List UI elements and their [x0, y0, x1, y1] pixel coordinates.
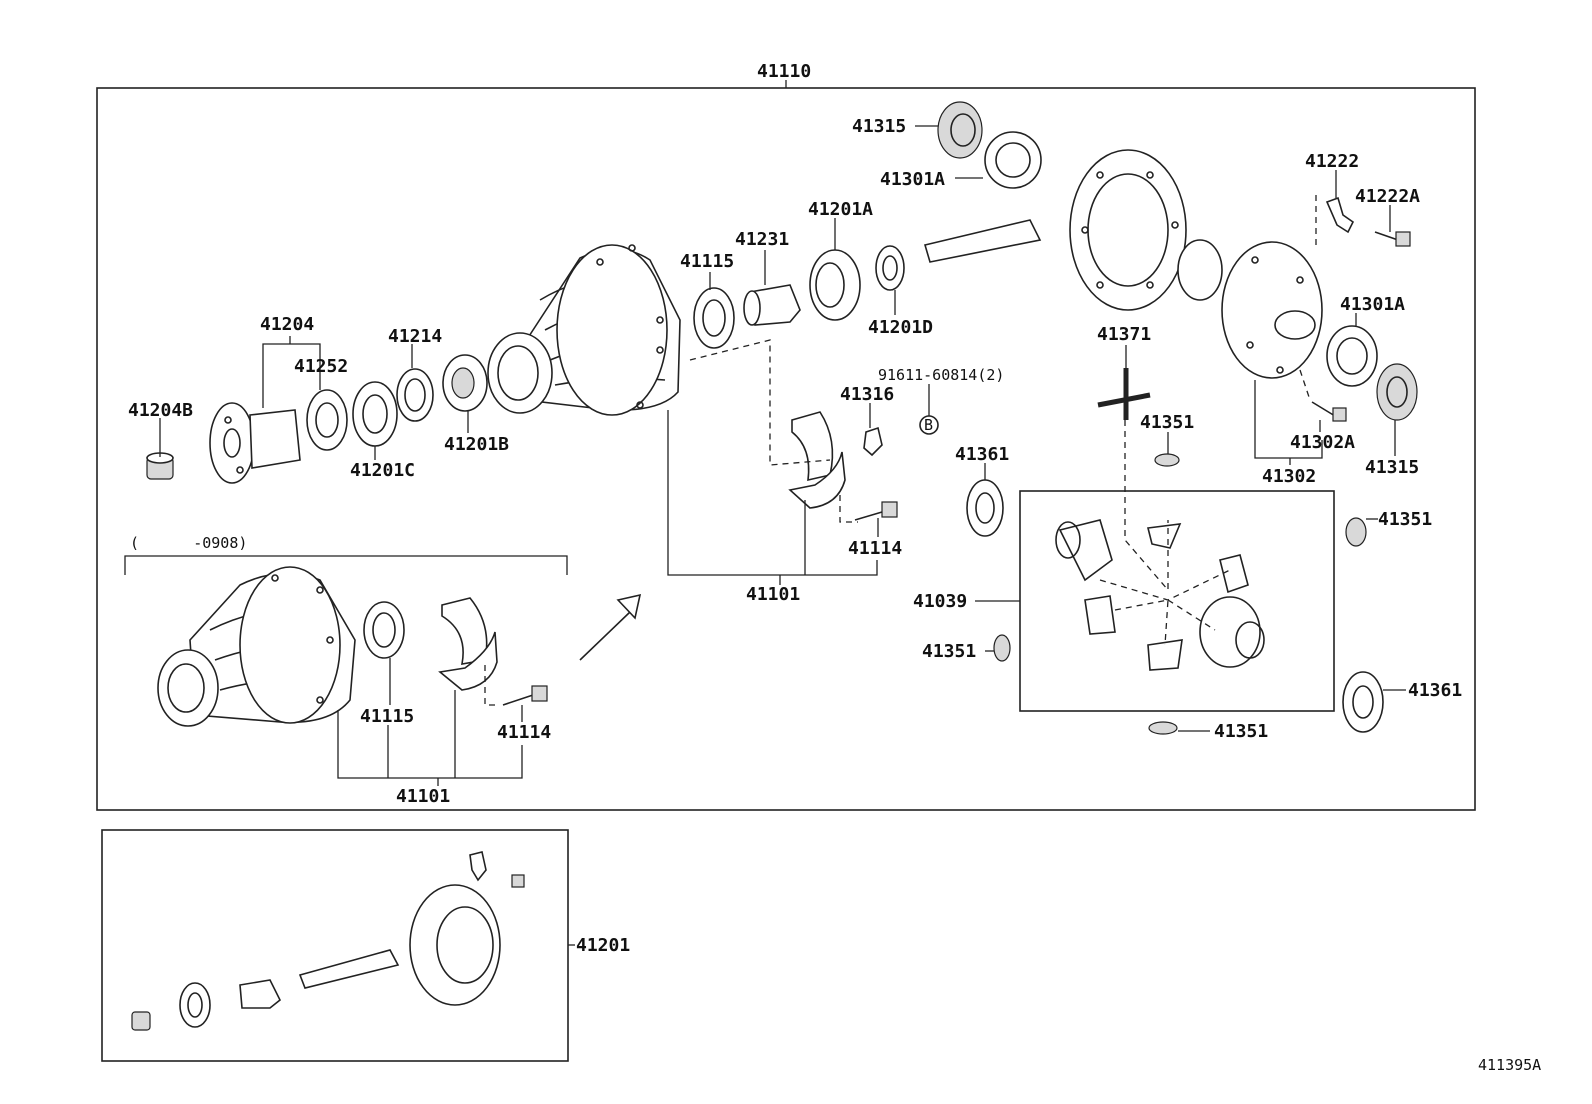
pinion-gear-bottom: [1147, 639, 1183, 671]
label-41110: 41110: [757, 61, 811, 82]
differential-case: [1177, 239, 1323, 379]
label-41351-left: 41351: [922, 641, 976, 662]
label-41316: 41316: [840, 384, 894, 405]
arrow-icon: [579, 593, 642, 661]
label-41204B: 41204B: [128, 400, 193, 421]
pinion-washer: [875, 245, 905, 291]
adjusting-lock: [1325, 196, 1355, 234]
leader-lines: [159, 125, 1406, 946]
label-41115-inset: 41115: [360, 706, 414, 727]
ring-pinion-kit: [131, 851, 525, 1031]
diagram-id: 411395A: [1478, 1056, 1541, 1074]
label-41231: 41231: [735, 229, 789, 250]
label-41101-inset: 41101: [396, 786, 450, 807]
bearing-cap-top: [788, 411, 846, 509]
side-gear-right: [1199, 596, 1265, 668]
label-41301A-top: 41301A: [880, 169, 945, 190]
lock-41316: [863, 426, 883, 457]
date-range-bracket: [124, 555, 568, 575]
thrust-washer-41361-left: [966, 479, 1004, 537]
companion-flange: [209, 402, 301, 484]
label-41201B: 41201B: [444, 434, 509, 455]
label-41214: 41214: [388, 326, 442, 347]
rear-pinion-bearing: [442, 354, 488, 412]
label-41101-top: 41101: [746, 584, 800, 605]
inset-bearing-caps: [438, 597, 498, 691]
inset-carrier-housing: [157, 566, 356, 727]
label-41315-top: 41315: [852, 116, 906, 137]
label-41201: 41201: [576, 935, 630, 956]
label-41301A-right: 41301A: [1340, 294, 1405, 315]
ring-gear-pinion: [923, 149, 1187, 311]
label-41361-right: 41361: [1408, 680, 1462, 701]
dashed-guides: [484, 195, 1317, 706]
label-41361-left: 41361: [955, 444, 1009, 465]
thrust-washer-41361-right: [1342, 671, 1384, 733]
label-41222A: 41222A: [1355, 186, 1420, 207]
spider-shaft: [1097, 368, 1151, 420]
pinion-gear-left: [1084, 595, 1116, 635]
flange-nut: [146, 452, 174, 480]
label-41252: 41252: [294, 356, 348, 377]
washer-41351-mid: [1154, 453, 1180, 467]
label-41351-right: 41351: [1378, 509, 1432, 530]
washer-41351-bottom: [1148, 721, 1178, 735]
front-pinion-bearing: [352, 381, 398, 447]
label-41222: 41222: [1305, 151, 1359, 172]
pinion-gear-right: [1219, 554, 1249, 594]
label-41115-top: 41115: [680, 251, 734, 272]
collapsible-spacer: [743, 284, 801, 326]
inset-oil-seal: [363, 601, 405, 659]
label-41351-mid: 41351: [1140, 412, 1194, 433]
label-41114-top: 41114: [848, 538, 902, 559]
cap-bolt: [854, 501, 898, 521]
inset-cap-bolt: [502, 685, 548, 706]
label-41302A: 41302A: [1290, 432, 1355, 453]
label-41114-inset: 41114: [497, 722, 551, 743]
label-41371: 41371: [1097, 324, 1151, 345]
oil-slinger: [306, 389, 348, 451]
lock-bolt: [1374, 231, 1411, 247]
label-41302: 41302: [1262, 466, 1316, 487]
label-91611-60814: 91611-60814(2): [878, 366, 1004, 384]
label-41351-bottom: 41351: [1214, 721, 1268, 742]
side-bearing-right: [1326, 325, 1378, 387]
label-41204: 41204: [260, 314, 314, 335]
date-range-note: ( -0908): [130, 534, 247, 552]
label-41315-right: 41315: [1365, 457, 1419, 478]
side-bearing-top: [984, 131, 1042, 189]
ring-gear-bolt: [1311, 401, 1347, 422]
adjusting-nut-top: [937, 101, 983, 159]
label-41201D: 41201D: [868, 317, 933, 338]
label-b-marker: B: [924, 416, 933, 434]
washer-41351-right: [1345, 517, 1367, 547]
pinion-rear-bearing: [809, 249, 861, 321]
pinion-gear-top: [1147, 523, 1182, 549]
oil-seal: [693, 287, 735, 349]
washer-41214: [396, 368, 434, 422]
label-41039: 41039: [913, 591, 967, 612]
adjusting-nut-right: [1376, 363, 1418, 421]
label-41201C: 41201C: [350, 460, 415, 481]
label-41201A: 41201A: [808, 199, 873, 220]
side-gear-left: [1055, 519, 1113, 582]
differential-carrier-housing: [487, 244, 681, 416]
washer-41351-left: [993, 634, 1011, 662]
